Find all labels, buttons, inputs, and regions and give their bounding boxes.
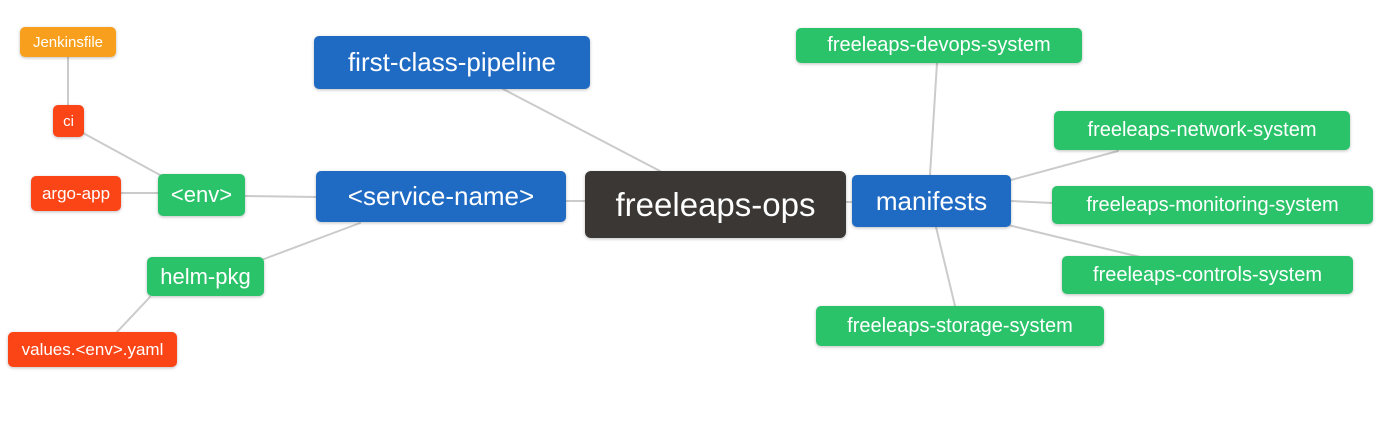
edge-helm-pkg-service-name (263, 222, 361, 260)
node-freeleaps-monitoring-system[interactable]: freeleaps-monitoring-system (1052, 186, 1373, 224)
node-freeleaps-network-system[interactable]: freeleaps-network-system (1054, 111, 1350, 150)
node-manifests[interactable]: manifests (852, 175, 1011, 227)
node-env[interactable]: <env> (158, 174, 245, 216)
edge-manifests-network-system (1010, 150, 1119, 181)
edge-manifests-monitoring-system (1010, 200, 1053, 204)
node-values-env-yaml[interactable]: values.<env>.yaml (8, 332, 177, 367)
edge-first-class-pipeline-ops (502, 88, 661, 172)
node-freeleaps-storage-system[interactable]: freeleaps-storage-system (816, 306, 1104, 346)
edge-manifests-devops-system (929, 62, 938, 176)
edge-manifests-storage-system (935, 226, 956, 307)
node-first-class-pipeline[interactable]: first-class-pipeline (314, 36, 590, 89)
edge-ci-env (82, 132, 161, 176)
node-helm-pkg[interactable]: helm-pkg (147, 257, 264, 296)
node-freeleaps-controls-system[interactable]: freeleaps-controls-system (1062, 256, 1353, 294)
node-service-name[interactable]: <service-name> (316, 171, 566, 222)
edge-env-service-name (244, 195, 317, 198)
node-ci[interactable]: ci (53, 105, 84, 137)
node-jenkinsfile[interactable]: Jenkinsfile (20, 27, 116, 57)
edge-values-helm-pkg (116, 296, 151, 333)
edge-manifests-controls-system (1007, 224, 1141, 258)
node-freeleaps-devops-system[interactable]: freeleaps-devops-system (796, 28, 1082, 63)
node-freeleaps-ops[interactable]: freeleaps-ops (585, 171, 846, 238)
node-argo-app[interactable]: argo-app (31, 176, 121, 211)
